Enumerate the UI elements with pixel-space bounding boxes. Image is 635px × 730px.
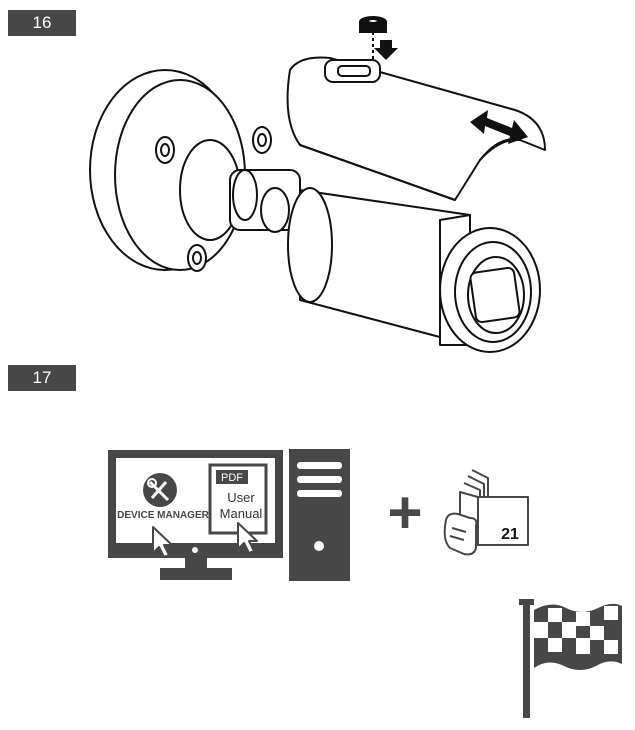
manual-page-number: 21	[501, 526, 519, 543]
manual-book-icon	[443, 469, 529, 556]
cursor-icon	[152, 522, 258, 558]
doc-line1: User	[227, 490, 255, 505]
pdf-document-icon	[208, 463, 268, 535]
pdf-tag: PDF	[221, 472, 243, 484]
device-manager-label: DEVICE MANAGER	[117, 510, 209, 521]
doc-line2: Manual	[220, 506, 263, 521]
plus-sign: +	[387, 479, 422, 546]
device-manager-icon	[143, 473, 177, 507]
step-16-badge: 16	[8, 10, 76, 36]
computer-tower-icon	[289, 449, 350, 581]
hood-screw-icon	[359, 16, 398, 62]
checkered-flag-icon	[519, 599, 622, 718]
camera-install-illustration	[89, 56, 546, 353]
step-17-badge: 17	[8, 365, 76, 391]
slide-arrow-icon	[470, 110, 528, 144]
